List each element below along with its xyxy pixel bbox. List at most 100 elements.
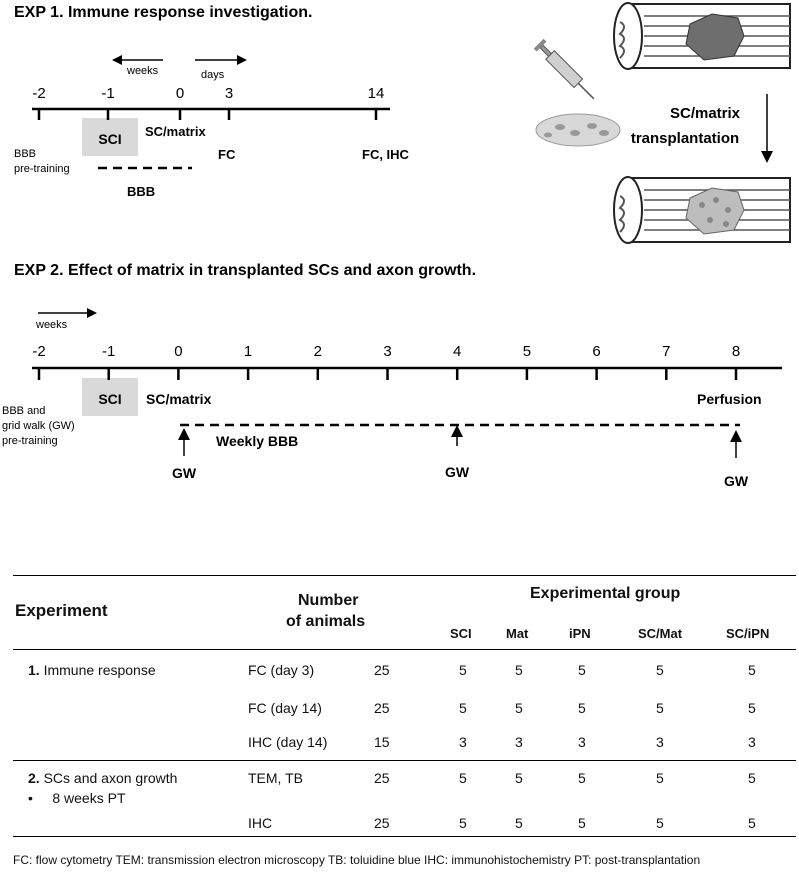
exp2-tick-label: 0 <box>174 343 182 360</box>
bullet-icon: • <box>28 790 53 806</box>
gw-label: GW <box>445 464 470 480</box>
table-row-experiment: 2. SCs and axon growth <box>28 770 177 786</box>
gw-arrow <box>730 430 742 458</box>
exp1-fc-ihc-label: FC, IHC <box>362 147 410 162</box>
table-cell-value: 5 <box>459 770 467 786</box>
header-experiment: Experiment <box>15 601 108 620</box>
exp2-title: EXP 2. Effect of matrix in transplanted … <box>14 262 476 279</box>
exp2-sci-label: SCI <box>98 391 121 407</box>
table-cell-n: 25 <box>374 662 390 678</box>
table-cell-value: 5 <box>748 770 756 786</box>
table-cell-assay: IHC <box>248 815 273 831</box>
experiment-number: 2. <box>28 770 40 786</box>
table-top-rule <box>13 575 796 576</box>
table-cell-value: 5 <box>515 700 523 716</box>
exp1-sci-box <box>82 118 138 156</box>
exp1-tick-label: 14 <box>368 85 385 102</box>
spinal-cord-graft-icon <box>613 176 791 244</box>
table-header-rule <box>13 649 796 650</box>
table-cell-value: 5 <box>748 662 756 678</box>
exp2-weekly-bbb-label: Weekly BBB <box>216 433 298 449</box>
table-cell-n: 25 <box>374 815 390 831</box>
exp2-tick-label: 4 <box>453 343 461 360</box>
footnote: FC: flow cytometry TEM: transmission ele… <box>13 853 701 867</box>
header-number-line1: Number <box>298 592 359 609</box>
table-cell-value: 5 <box>459 662 467 678</box>
table-cell-assay: FC (day 14) <box>248 700 322 716</box>
table-cell-value: 5 <box>459 815 467 831</box>
exp1-fc-label: FC <box>218 147 236 162</box>
gw-arrow <box>178 428 190 456</box>
table-cell-value: 5 <box>578 662 586 678</box>
exp2-tick-label: 3 <box>383 343 391 360</box>
exp1-sci-label: SCI <box>98 131 121 147</box>
table-section-rule <box>13 760 796 761</box>
diagram-canvas: EXP 1. Immune response investigation. we… <box>2 2 791 489</box>
exp1-tick-label: -2 <box>32 85 45 102</box>
exp2-tick-label: 5 <box>523 343 531 360</box>
exp2-tick-label: 2 <box>314 343 322 360</box>
header-experimental-group: Experimental group <box>530 585 681 602</box>
table-cell-value: 5 <box>748 700 756 716</box>
table-row-experiment: 1. Immune response <box>28 662 156 678</box>
table-cell-value: 5 <box>578 770 586 786</box>
transplantation-label-line1: SC/matrix <box>670 105 741 122</box>
experiment-number: 1. <box>28 662 40 678</box>
exp2-sci-box <box>82 378 138 416</box>
table-cell-assay: FC (day 3) <box>248 662 315 678</box>
table-cell-value: 5 <box>578 700 586 716</box>
table-cell-value: 5 <box>656 700 664 716</box>
table-cell-value: 3 <box>656 734 664 750</box>
exp2-tick-label: -1 <box>102 343 115 360</box>
exp1-weeks-arrow <box>112 55 163 65</box>
group-header: SCI <box>450 626 472 641</box>
exp2-tick-label: 6 <box>592 343 600 360</box>
exp2-sc-matrix-label: SC/matrix <box>146 391 212 407</box>
table-cell-value: 5 <box>515 770 523 786</box>
exp1-sc-matrix-label: SC/matrix <box>145 124 206 139</box>
gw-label: GW <box>172 465 197 481</box>
exp1-tick-label: 0 <box>176 85 184 102</box>
exp1-weeks-label: weeks <box>126 65 159 77</box>
subnote-text: 8 weeks PT <box>52 790 126 806</box>
table-cell-value: 5 <box>515 815 523 831</box>
cell-matrix-scaffold-icon <box>535 113 621 147</box>
group-header: iPN <box>569 626 591 641</box>
exp2-perfusion-label: Perfusion <box>697 391 762 407</box>
experiment-name: Immune response <box>39 662 156 678</box>
group-header: Mat <box>506 626 529 641</box>
table-cell-value: 5 <box>656 770 664 786</box>
exp2-weeks-arrow <box>38 308 97 318</box>
table-row-subnote: • 8 weeks PT <box>28 790 126 806</box>
group-header: SC/iPN <box>726 626 770 641</box>
exp1-bbb-pretraining-line1: BBB <box>14 148 36 160</box>
table-cell-value: 3 <box>459 734 467 750</box>
exp1-tick-label: 3 <box>225 85 233 102</box>
transplantation-arrow <box>761 94 773 163</box>
table-cell-value: 3 <box>748 734 756 750</box>
exp2-tick-label: 1 <box>244 343 252 360</box>
table-cell-assay: TEM, TB <box>248 770 303 786</box>
table-cell-value: 3 <box>578 734 586 750</box>
group-header: SC/Mat <box>638 626 683 641</box>
table-bottom-rule <box>13 836 796 837</box>
exp2-tick-label: 8 <box>732 343 740 360</box>
table-cell-value: 5 <box>656 815 664 831</box>
exp2-pretraining-line2: grid walk (GW) <box>2 420 75 432</box>
table-cell-n: 25 <box>374 700 390 716</box>
exp1-timeline-axis <box>32 107 390 120</box>
table-cell-n: 25 <box>374 770 390 786</box>
spinal-cord-lesion-icon <box>613 2 791 70</box>
table-cell-value: 5 <box>515 662 523 678</box>
syringe-icon <box>533 38 595 100</box>
table-cell-n: 15 <box>374 734 390 750</box>
exp1-days-arrow <box>195 55 247 65</box>
exp1-title: EXP 1. Immune response investigation. <box>14 4 312 21</box>
experiment-name: SCs and axon growth <box>39 770 178 786</box>
table-cell-value: 5 <box>578 815 586 831</box>
exp2-pretraining-line3: pre-training <box>2 435 58 447</box>
exp1-bbb-label: BBB <box>127 184 155 199</box>
exp1-tick-label: -1 <box>101 85 114 102</box>
exp2-pretraining-line1: BBB and <box>2 405 45 417</box>
table-cell-value: 5 <box>459 700 467 716</box>
